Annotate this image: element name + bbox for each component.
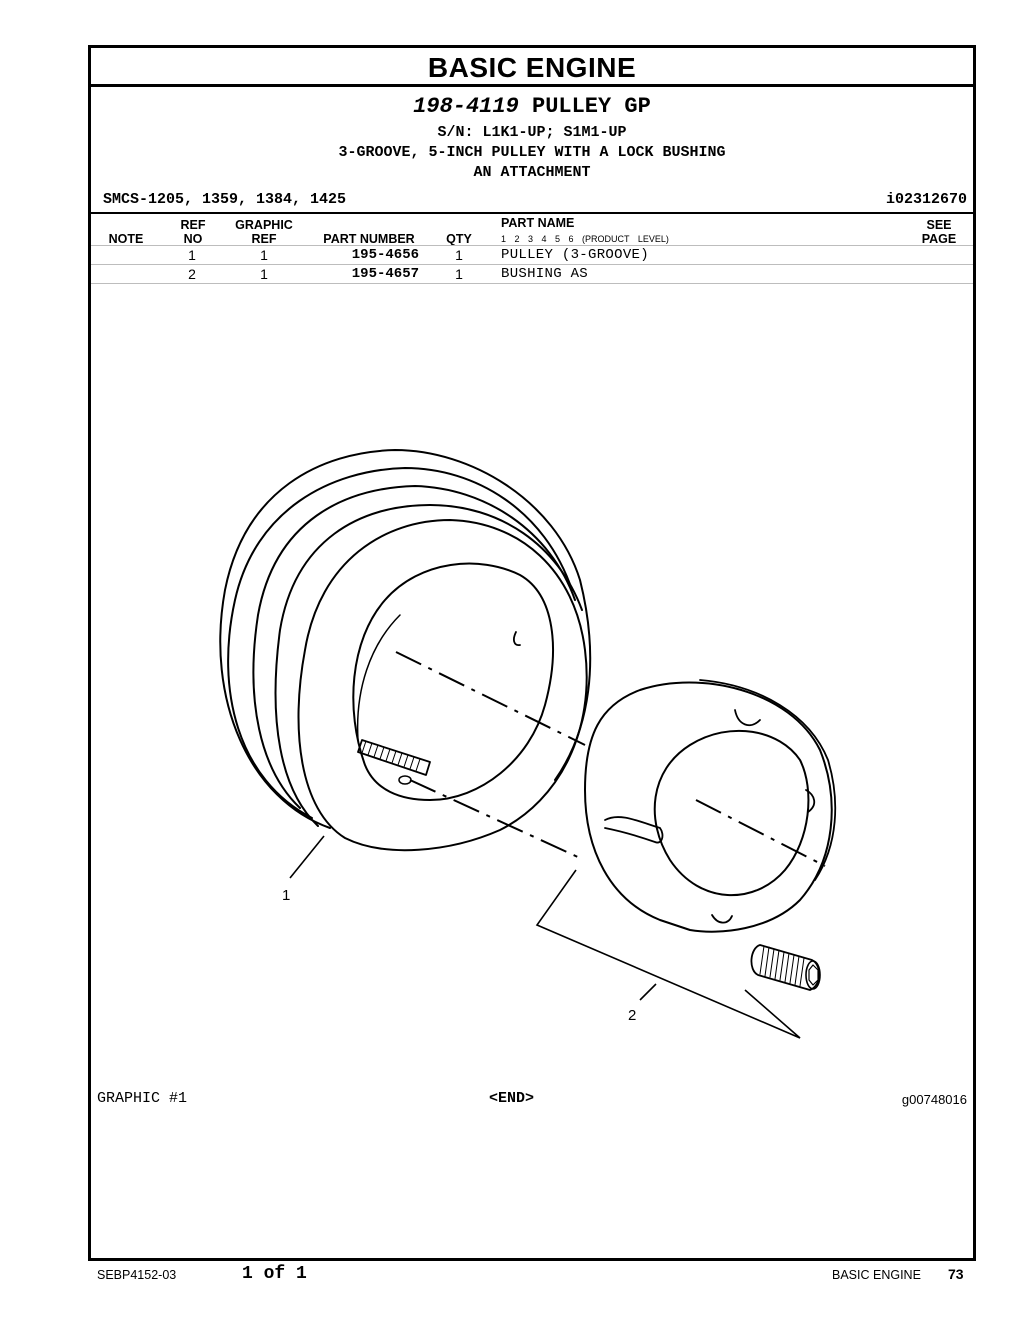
table-row-rule: [91, 283, 973, 284]
pulley-bore: [352, 562, 554, 801]
footer-page-of: 1 of 1: [242, 1264, 307, 1284]
footer-section: BASIC ENGINE: [832, 1268, 921, 1282]
smcs-codes: SMCS-1205, 1359, 1384, 1425: [103, 191, 347, 208]
serial-number-range: S/N: L1K1-UP; S1M1-UP: [437, 124, 627, 141]
bushing-side-notch: [805, 789, 816, 813]
pulley-face-outer: [297, 519, 588, 852]
row-ref-no: 1: [188, 247, 196, 263]
header-part-name: PART NAME: [501, 216, 575, 230]
row-qty: 1: [455, 266, 463, 282]
row-qty: 1: [455, 247, 463, 263]
center-line-lower: [409, 779, 581, 859]
group-title: 198-4119 PULLEY GP: [91, 94, 973, 119]
callout-leader-1: [289, 835, 325, 879]
group-description-1: 3-GROOVE, 5-INCH PULLEY WITH A LOCK BUSH…: [338, 144, 726, 161]
end-marker: <END>: [489, 1090, 535, 1107]
graphic-label: GRAPHIC #1: [97, 1090, 188, 1107]
table-header-rule: [91, 245, 973, 246]
group-description-2: AN ATTACHMENT: [473, 164, 591, 181]
header-ref-no-top: REF: [180, 218, 206, 232]
row-part-number: 195-4657: [351, 266, 419, 282]
header-graphic-ref-bottom: REF: [251, 232, 277, 246]
header-qty: QTY: [446, 232, 472, 246]
row-part-name: PULLEY (3-GROOVE): [501, 247, 649, 263]
center-line-bushing: [695, 799, 826, 867]
table-top-rule: [91, 212, 973, 214]
pulley-thread-insert: [357, 739, 431, 776]
bushing-bore: [653, 729, 810, 897]
header-see-page-bottom: PAGE: [921, 232, 957, 246]
set-screw: [750, 944, 821, 991]
header-graphic-ref-top: GRAPHIC: [235, 218, 293, 232]
bushing-bottom-notch: [711, 914, 733, 924]
pulley-rim-outer: [219, 449, 592, 829]
row-part-name: BUSHING AS: [501, 266, 589, 282]
callout-number-1: 1: [282, 887, 290, 904]
header-see-page-top: SEE: [926, 218, 952, 232]
row-graphic-ref: 1: [260, 266, 268, 282]
section-title: BASIC ENGINE: [91, 48, 973, 87]
header-note: NOTE: [108, 232, 144, 246]
pulley-rim-groove-1: [227, 467, 573, 819]
pulley-bore-inner-edge: [356, 614, 401, 741]
header-part-number: PART NUMBER: [323, 232, 415, 246]
bushing-top-notch: [734, 709, 761, 727]
pulley-set-hole: [513, 631, 521, 646]
header-product-level: 1 2 3 4 5 6 (PRODUCT LEVEL): [501, 234, 669, 244]
page-frame: BASIC ENGINE 198-4119 PULLEY GP S/N: L1K…: [88, 45, 976, 1261]
group-name: PULLEY GP: [532, 94, 651, 119]
bushing-outer: [584, 681, 833, 933]
row-part-number: 195-4656: [351, 247, 419, 263]
row-ref-no: 2: [188, 266, 196, 282]
footer-doc-number: SEBP4152-03: [97, 1268, 177, 1282]
callout-leader-2: [639, 983, 657, 1001]
table-row-rule: [91, 264, 973, 265]
graphic-id: g00748016: [901, 1092, 967, 1107]
row-graphic-ref: 1: [260, 247, 268, 263]
callout-number-2: 2: [628, 1007, 636, 1024]
pulley-rim-groove-2: [252, 485, 576, 809]
header-ref-no-bottom: NO: [183, 232, 203, 246]
pulley-rim-groove-3: [274, 504, 583, 827]
document-ident: i02312670: [885, 191, 967, 208]
callout-bracket-2: [535, 869, 801, 1039]
group-part-number: 198-4119: [413, 94, 519, 119]
bushing-back-edge: [699, 679, 837, 881]
center-line-upper: [395, 651, 586, 746]
bushing-split-slot: [604, 816, 664, 844]
footer-page-number: 73: [948, 1266, 964, 1282]
